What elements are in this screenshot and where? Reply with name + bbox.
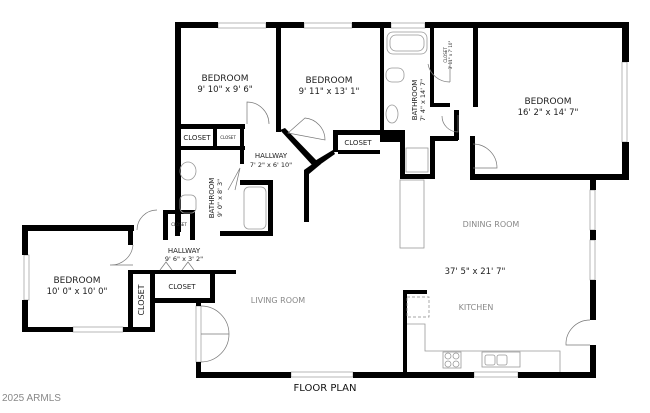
bathtub-icon <box>243 186 267 230</box>
window <box>473 371 519 378</box>
refrigerator-icon <box>406 296 430 318</box>
door <box>109 244 134 266</box>
kitchen-label: KITCHEN <box>459 303 494 312</box>
living-room-label: LIVING ROOM <box>251 296 306 305</box>
hallway-north-size: 7' 2" x 6' 10" <box>250 161 292 169</box>
master-closet-size: 3' 11" x 7' 10" <box>448 41 453 70</box>
hallway-south-size: 9' 6" x 3' 2" <box>165 255 203 263</box>
west-bedroom-size: 10' 0" x 10' 0" <box>47 287 108 297</box>
copyright-watermark: 2025 ARMLS <box>2 393 61 404</box>
door <box>136 209 158 231</box>
hall-bath-label: BATHROOM <box>208 178 216 219</box>
door <box>565 319 591 346</box>
closet-label: CLOSET <box>171 222 187 227</box>
west-bedroom-label: BEDROOM <box>54 276 101 286</box>
window <box>72 326 124 333</box>
bedroom-2-label: BEDROOM <box>306 76 353 86</box>
bathtub-icon <box>386 31 428 55</box>
stove-icon <box>442 351 462 369</box>
kitchen-sink-icon <box>481 351 521 368</box>
window <box>303 22 353 29</box>
window <box>23 254 30 301</box>
bedroom-1-size: 9' 10" x 9' 6" <box>197 85 252 95</box>
door <box>287 117 326 141</box>
toilet-icon <box>179 194 197 214</box>
hallway-south-label: HALLWAY <box>168 247 201 255</box>
door <box>227 167 241 191</box>
door <box>427 60 451 83</box>
floor-plan-title: FLOOR PLAN <box>294 383 357 394</box>
toilet-icon <box>385 67 405 83</box>
window <box>589 239 596 281</box>
master-bath-size: 7' 4" x 14' 7" <box>419 79 427 121</box>
window <box>390 22 426 29</box>
bedroom-1-label: BEDROOM <box>202 74 249 84</box>
hall-bath-size: 9' 0" x 8' 3" <box>216 179 224 217</box>
shower-icon <box>405 147 429 173</box>
closet-label: CLOSET <box>137 284 146 315</box>
master-bath-label: BATHROOM <box>411 80 419 121</box>
door <box>200 305 230 363</box>
door <box>441 115 459 133</box>
closet-label: CLOSET <box>183 134 211 142</box>
window <box>621 61 628 143</box>
doors <box>109 60 591 363</box>
kitchen-island <box>399 179 425 249</box>
master-bedroom-label: BEDROOM <box>525 97 572 107</box>
window <box>589 189 596 231</box>
door <box>472 143 498 169</box>
fixtures <box>179 31 561 372</box>
window <box>290 371 354 378</box>
closet-label: CLOSET <box>220 135 236 140</box>
bedroom-2-size: 9' 11" x 13' 1" <box>299 87 360 97</box>
great-room-size: 37' 5" x 21' 7" <box>445 267 506 277</box>
dining-room-label: DINING ROOM <box>463 220 520 229</box>
closet-label: CLOSET <box>344 139 372 147</box>
bifold-door <box>159 261 195 271</box>
door-frame <box>195 305 202 363</box>
hallway-north-label: HALLWAY <box>255 152 288 160</box>
master-closet-label: CLOSET <box>443 47 448 63</box>
master-bedroom-size: 16' 2" x 14' 7" <box>518 108 579 118</box>
closet-label: CLOSET <box>168 283 196 291</box>
walls <box>22 22 629 378</box>
sink-icon <box>385 104 399 124</box>
window <box>217 22 267 29</box>
room-labels: BEDROOM 9' 10" x 9' 6" BEDROOM 9' 11" x … <box>47 41 579 316</box>
sink-icon <box>179 161 197 181</box>
door <box>246 101 270 125</box>
